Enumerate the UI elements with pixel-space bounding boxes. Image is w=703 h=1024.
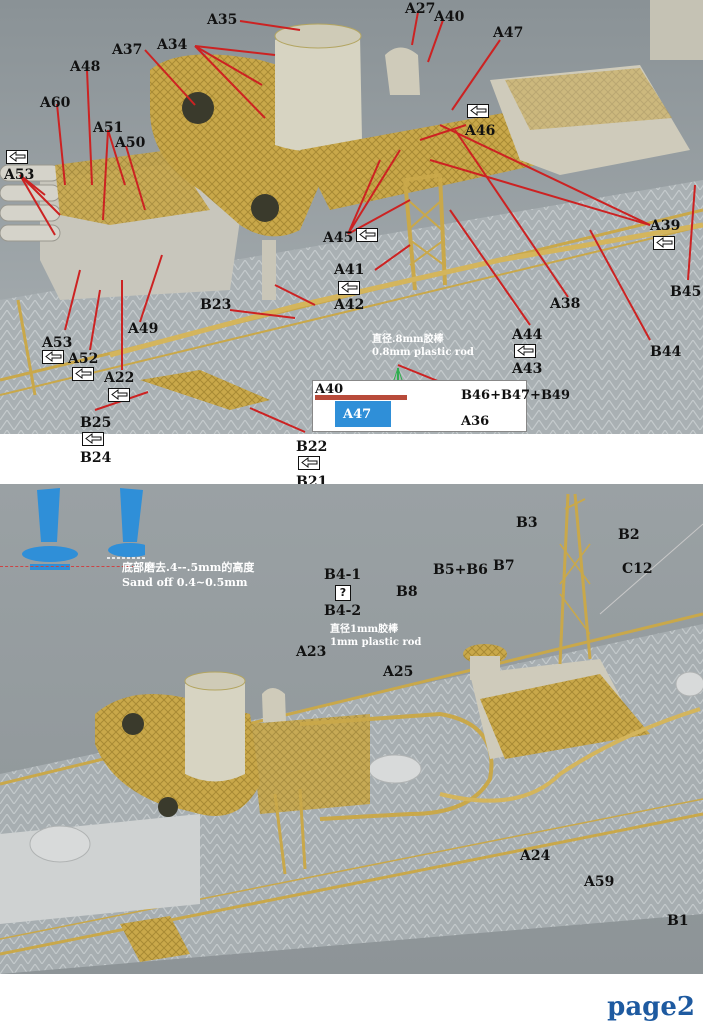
- inset-label-assembly: B46+B47+B49: [461, 388, 571, 403]
- label-C12: C12: [622, 561, 653, 577]
- label-A53: A53: [4, 167, 35, 183]
- plastic-rod-note-cn: 直径.8mm胶棒: [372, 334, 444, 345]
- label-A24: A24: [520, 848, 551, 864]
- label-A44: A44: [512, 327, 543, 343]
- label-B44: B44: [650, 344, 682, 360]
- label-B5-B6: B5+B6: [433, 562, 488, 578]
- label-A50: A50: [115, 135, 146, 151]
- question-icon: ?: [335, 585, 351, 601]
- label-A59: A59: [584, 874, 615, 890]
- label-A49: A49: [128, 321, 159, 337]
- label-A51: A51: [93, 120, 124, 136]
- label-A27: A27: [405, 1, 436, 17]
- label-A48: A48: [70, 59, 101, 75]
- label-A43: A43: [512, 361, 543, 377]
- sanding-level-line: [0, 566, 140, 567]
- sanding-diagram-icon: [22, 488, 145, 570]
- label-A34: A34: [157, 37, 188, 53]
- label-B7: B7: [493, 558, 515, 574]
- direction-arrow-icon: [6, 150, 28, 164]
- label-A23: A23: [296, 644, 327, 660]
- plastic-rod-note-en: 0.8mm plastic rod: [372, 346, 474, 358]
- label-B22: B22: [296, 439, 328, 455]
- plastic-rod-1mm-note-en: 1mm plastic rod: [330, 636, 422, 648]
- direction-arrow-icon: [298, 456, 320, 470]
- label-B4-1: B4-1: [324, 567, 362, 583]
- direction-arrow-icon: [514, 344, 536, 358]
- label-B1: B1: [667, 913, 689, 929]
- direction-arrow-icon: [467, 104, 489, 118]
- label-A40: A40: [434, 9, 465, 25]
- label-A37: A37: [112, 42, 143, 58]
- label-A46: A46: [465, 123, 496, 139]
- label-A25: A25: [383, 664, 414, 680]
- label-B2: B2: [618, 527, 640, 543]
- sand-off-note: 底部磨去.4--.5mm的高度 Sand off 0.4~0.5mm: [122, 561, 254, 591]
- direction-arrow-icon: [653, 236, 675, 250]
- label-B8: B8: [396, 584, 418, 600]
- assembly-inset: A40 A47 B46+B47+B49 A36: [312, 380, 570, 432]
- label-A41: A41: [334, 262, 365, 278]
- label-A22: A22: [104, 370, 135, 386]
- plastic-rod-1mm-note-cn: 直径1mm胶棒: [330, 624, 399, 635]
- inset-block-A47: A47: [335, 401, 391, 427]
- label-A45: A45: [323, 230, 354, 246]
- label-B24: B24: [80, 450, 112, 466]
- label-B3: B3: [516, 515, 538, 531]
- label-A42: A42: [334, 297, 365, 313]
- direction-arrow-icon: [338, 281, 360, 295]
- direction-arrow-icon: [356, 228, 378, 242]
- sand-off-note-cn: 底部磨去.4--.5mm的高度: [122, 561, 255, 574]
- direction-arrow-icon: [82, 432, 104, 446]
- sand-off-note-en: Sand off 0.4~0.5mm: [122, 575, 248, 589]
- label-B25: B25: [80, 415, 112, 431]
- direction-arrow-icon: [108, 388, 130, 402]
- label-A52: A52: [68, 351, 99, 367]
- plastic-rod-note: 直径.8mm胶棒 0.8mm plastic rod: [372, 334, 474, 359]
- direction-arrow-icon: [72, 367, 94, 381]
- label-A35: A35: [207, 12, 238, 28]
- label-A53-lower: A53: [42, 335, 73, 351]
- label-B4-2: B4-2: [324, 603, 362, 619]
- top-model-photo: [0, 0, 703, 434]
- label-A47: A47: [493, 25, 524, 41]
- bottom-model-photo: [0, 484, 703, 974]
- label-B45: B45: [670, 284, 702, 300]
- label-B23: B23: [200, 297, 232, 313]
- label-A39: A39: [650, 218, 681, 234]
- inset-label-A40: A40: [315, 382, 344, 397]
- page-number: page2: [607, 992, 695, 1022]
- direction-arrow-icon: [42, 350, 64, 364]
- inset-label-A47: A47: [343, 407, 372, 422]
- label-A60: A60: [40, 95, 71, 111]
- inset-label-A36: A36: [461, 414, 490, 429]
- inset-deck-plate: [315, 395, 407, 400]
- plastic-rod-1mm-note: 直径1mm胶棒 1mm plastic rod: [330, 624, 421, 649]
- label-A38: A38: [550, 296, 581, 312]
